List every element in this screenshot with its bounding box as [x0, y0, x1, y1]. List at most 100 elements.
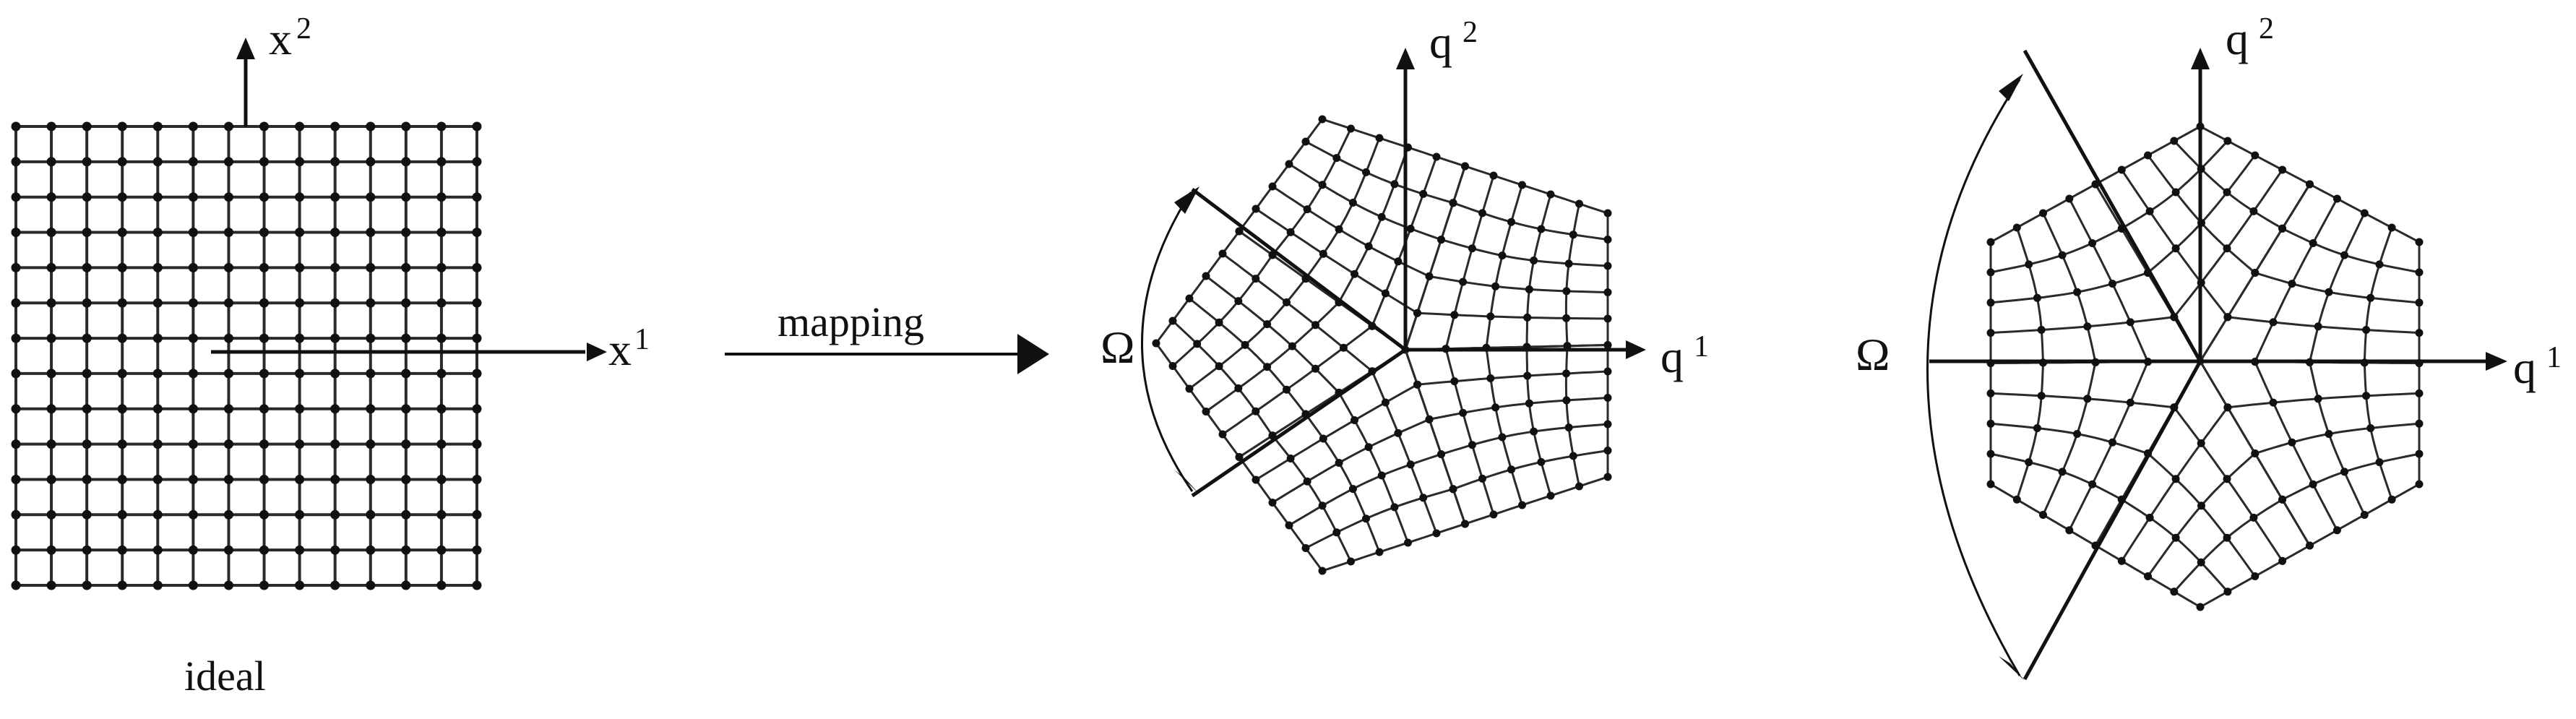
ideal-grid-node	[152, 475, 163, 484]
pentagon-grid-node	[1285, 160, 1293, 168]
hexagon-grid-node	[2126, 398, 2135, 407]
pentagon-grid-node	[1335, 225, 1343, 233]
hexagon-grid-line	[2281, 452, 2420, 501]
ideal-grid-node	[188, 545, 198, 555]
hexagon-grid-node	[2025, 458, 2033, 467]
pentagon-grid-line	[1444, 175, 1495, 350]
ideal-x-axis-arrowhead	[587, 343, 607, 361]
hexagon-grid-node	[2223, 313, 2232, 322]
ideal-grid-node	[188, 369, 198, 379]
pentagon-grid-node	[1283, 385, 1291, 394]
hexagon-angle-arc-arrowhead-bottom	[1999, 656, 2025, 681]
hexagon-grid-node	[2251, 269, 2260, 277]
pentagon-grid-line	[1304, 137, 1381, 280]
ideal-grid-node	[259, 121, 269, 132]
ideal-grid-node	[224, 298, 233, 308]
ideal-grid-node	[472, 404, 482, 414]
hexagon-grid-line	[2173, 499, 2283, 593]
ideal-grid-node	[224, 404, 233, 414]
ideal-grid-node	[117, 228, 127, 237]
pentagon-grid-node	[1394, 429, 1403, 437]
pentagon-grid-line	[1485, 184, 1523, 348]
ideal-grid-node	[82, 475, 92, 484]
pentagon-grid-node	[1468, 244, 1476, 253]
pentagon-grid-node	[1301, 137, 1310, 146]
hexagon-grid-node	[2197, 558, 2205, 567]
pentagon-grid-line	[1238, 119, 1324, 232]
ideal-grid-node	[259, 404, 269, 414]
ideal-grid-node	[152, 580, 163, 590]
ideal-grid-node	[152, 333, 163, 343]
ideal-grid-node	[366, 228, 376, 237]
ideal-grid-node	[152, 298, 163, 308]
hexagon-grid-node	[2278, 224, 2287, 233]
pentagon-grid-node	[1518, 501, 1526, 509]
pentagon-grid-line	[1288, 163, 1442, 241]
pentagon-grid-line	[1155, 231, 1241, 344]
pentagon-grid-node	[1575, 199, 1583, 208]
pentagon-grid-node	[1303, 205, 1311, 214]
pentagon-grid-line	[1444, 348, 1495, 515]
ideal-grid-node	[224, 509, 233, 520]
pentagon-grid-node	[1377, 212, 1386, 221]
pentagon-grid-node	[1489, 171, 1498, 180]
ideal-grid-node	[330, 228, 340, 237]
ideal-grid-node	[401, 439, 411, 449]
ideal-grid-node	[259, 509, 269, 520]
ideal-grid-node	[401, 475, 411, 484]
pentagon-grid-node	[1319, 434, 1327, 443]
hexagon-grid-node	[2197, 439, 2205, 447]
ideal-grid-node	[330, 545, 340, 555]
ideal-grid-node	[366, 121, 376, 132]
hexagon-y-axis-arrowhead	[2191, 48, 2210, 69]
ideal-grid-node	[224, 369, 233, 379]
ideal-grid-node	[188, 439, 198, 449]
pentagon-grid-line	[1171, 254, 1274, 367]
pentagon-grid-node	[1468, 441, 1476, 449]
ideal-grid-node	[472, 157, 482, 167]
ideal-grid-node	[436, 262, 447, 272]
pentagon-grid-line	[1205, 301, 1340, 413]
ideal-grid-node	[259, 333, 269, 343]
ideal-grid-node	[117, 580, 127, 590]
pentagon-grid-node	[1459, 408, 1468, 417]
ideal-grid-node	[436, 545, 447, 555]
ideal-grid-node	[401, 192, 411, 202]
pentagon-grid-node	[1362, 515, 1370, 523]
ideal-grid-node	[117, 298, 127, 308]
ideal-grid-node	[11, 580, 21, 590]
hexagon-grid-line	[2254, 361, 2338, 531]
ideal-grid-node	[46, 545, 56, 555]
pentagon-grid-line	[1404, 349, 1466, 525]
pentagon-grid-node	[1263, 320, 1272, 329]
pentagon-grid-node	[1537, 225, 1546, 233]
hexagon-grid-node	[2088, 239, 2097, 247]
ideal-grid-node	[366, 580, 376, 590]
ideal-caption: ideal	[184, 653, 266, 699]
pentagon-grid-line	[1272, 418, 1430, 504]
ideal-grid-node	[117, 192, 127, 202]
pentagon-grid-node	[1478, 209, 1486, 218]
hexagon-grid-node	[2251, 572, 2260, 580]
pentagon-grid-line	[1441, 238, 1608, 267]
ideal-grid-node	[188, 509, 198, 520]
pentagon-grid-node	[1318, 115, 1327, 124]
pentagon-grid-node	[1319, 249, 1327, 258]
ideal-grid-node	[152, 369, 163, 379]
hexagon-grid-node	[2278, 556, 2287, 565]
hexagon-grid-line	[1990, 452, 2123, 501]
hexagon-grid-line	[1990, 272, 2148, 304]
pentagon-grid-node	[1234, 384, 1243, 392]
ideal-grid-node	[295, 580, 305, 590]
hexagon-grid-line	[1990, 227, 2122, 274]
hexagon-sector-boundary-lower	[2023, 360, 2202, 681]
ideal-grid-node	[472, 121, 482, 132]
pentagon-grid-node	[1518, 181, 1526, 189]
ideal-grid-node	[401, 545, 411, 555]
ideal-grid-node	[11, 228, 21, 237]
hexagon-grid-line	[2121, 139, 2228, 230]
ideal-grid-node	[259, 228, 269, 237]
